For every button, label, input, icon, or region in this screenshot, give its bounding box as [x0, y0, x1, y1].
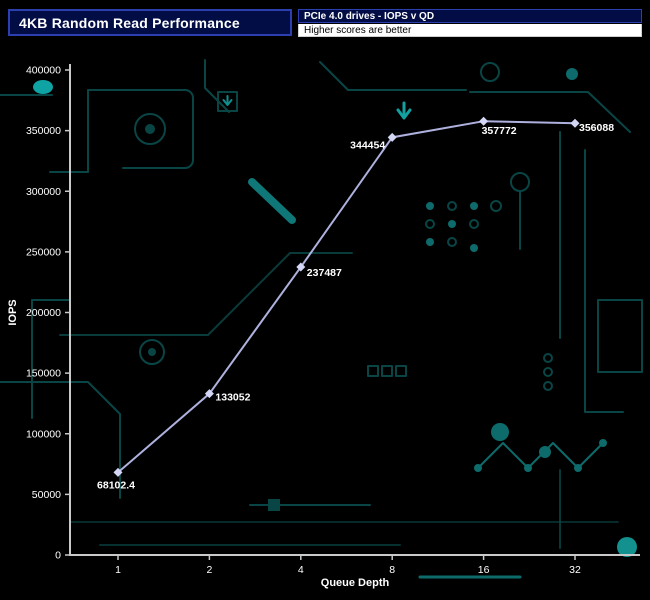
y-tick-label: 150000: [26, 368, 61, 380]
data-labels: 68102.4 133052 237487 344454 357772 356088: [97, 122, 614, 491]
circuit-board-background: [0, 59, 643, 579]
data-point-marker: [479, 116, 489, 126]
y-axis-title: IOPS: [7, 299, 19, 325]
y-tick-label: 0: [55, 550, 61, 562]
y-tick-label: 400000: [26, 65, 61, 77]
data-point-marker: [204, 389, 214, 399]
x-tick-label: 32: [569, 564, 581, 576]
bright-node-icon: [33, 80, 53, 94]
down-arrow-icon: [222, 95, 233, 106]
data-point-label: 356088: [579, 122, 614, 134]
data-point-marker: [113, 467, 123, 477]
series-line: [117, 120, 576, 474]
chart-subtitle-text: PCIe 4.0 drives - IOPS v QD: [304, 10, 435, 22]
data-point-label: 237487: [307, 267, 342, 279]
x-tick-label: 16: [478, 564, 490, 576]
data-point-label: 344454: [350, 139, 385, 151]
chart-subtitle: PCIe 4.0 drives - IOPS v QD: [298, 9, 642, 23]
y-tick-label: 350000: [26, 125, 61, 137]
x-axis-title: Queue Depth: [321, 577, 390, 589]
data-point-label: 68102.4: [97, 479, 135, 491]
y-tick-label: 250000: [26, 246, 61, 258]
data-point-label: 133052: [215, 392, 250, 404]
circuit-arrow-icon: [396, 101, 412, 120]
axes: 0 50000 100000 150000 200000 250000 300000 3500…: [7, 64, 640, 589]
chart-title-text: 4KB Random Read Performance: [19, 14, 240, 31]
x-tick-label: 4: [298, 564, 304, 576]
y-tick-label: 100000: [26, 428, 61, 440]
chart-note-text: Higher scores are better: [304, 24, 412, 36]
y-tick-label: 300000: [26, 186, 61, 198]
y-tick-label: 50000: [32, 489, 61, 501]
bright-node-icon: [617, 537, 637, 557]
x-tick-label: 8: [389, 564, 395, 576]
x-tick-label: 1: [115, 564, 121, 576]
chart-note: Higher scores are better: [298, 24, 642, 37]
chart-title: 4KB Random Read Performance: [8, 9, 292, 36]
data-point-marker: [296, 262, 306, 272]
data-point-marker: [570, 118, 580, 128]
data-point-label: 357772: [482, 125, 517, 137]
x-tick-label: 2: [206, 564, 212, 576]
data-series: [113, 116, 580, 477]
data-point-marker: [387, 132, 397, 142]
y-tick-label: 200000: [26, 307, 61, 319]
